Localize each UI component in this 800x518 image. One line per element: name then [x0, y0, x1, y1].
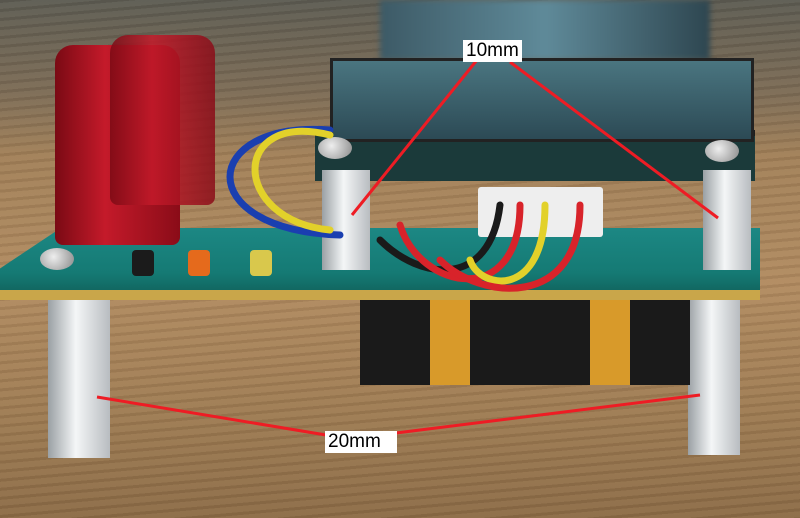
- standoff-right-10mm: [703, 170, 751, 270]
- standoff-left-10mm: [322, 170, 370, 270]
- pcb-edge: [0, 290, 760, 300]
- measure-line-10mm-left: [350, 59, 479, 216]
- screw: [705, 140, 739, 162]
- standoff-left-20mm: [48, 290, 110, 458]
- red-binding-post: [110, 35, 215, 205]
- heatsink: [360, 300, 690, 385]
- measure-line-20mm-left: [96, 395, 327, 437]
- measure-line-20mm-right: [395, 393, 701, 435]
- screw: [40, 248, 74, 270]
- lcd-display: [330, 58, 754, 142]
- standoff-right-20mm: [688, 290, 740, 455]
- test-pin-orange: [188, 250, 210, 276]
- label-10mm: 10mm: [463, 40, 522, 62]
- test-pin-yellow: [250, 250, 272, 276]
- label-20mm: 20mm: [325, 431, 397, 453]
- test-pin-black: [132, 250, 154, 276]
- screw: [318, 137, 352, 159]
- blurred-background: [380, 0, 710, 60]
- measure-line-10mm-right: [509, 60, 719, 220]
